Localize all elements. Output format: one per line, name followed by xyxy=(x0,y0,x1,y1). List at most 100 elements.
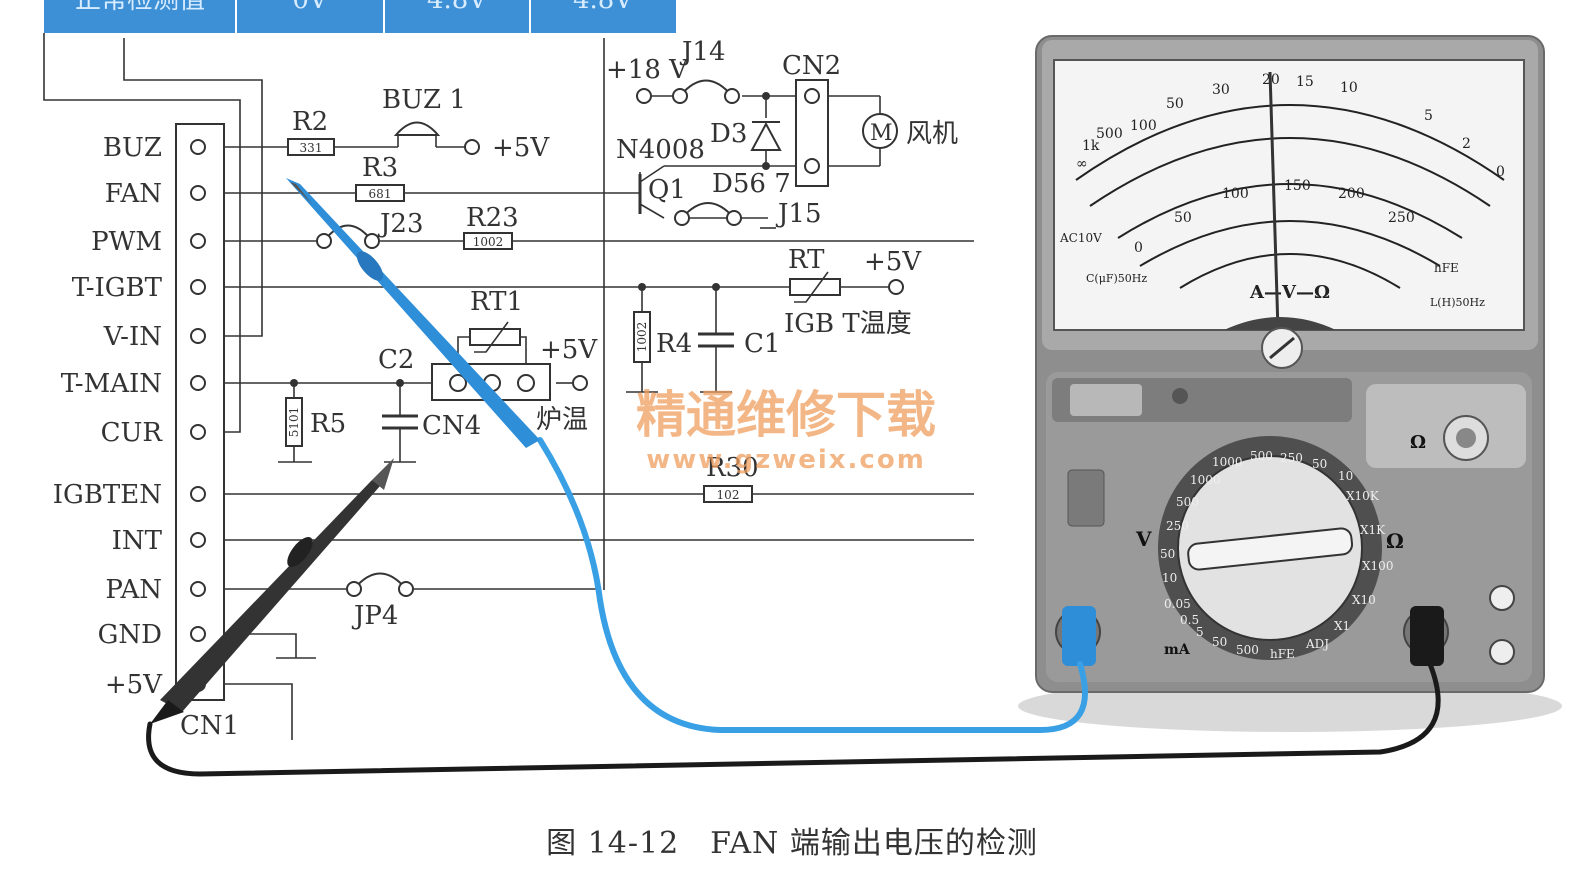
meter-scale-arcs xyxy=(1075,104,1505,289)
svg-text:0.5: 0.5 xyxy=(1180,613,1199,627)
rt-slash xyxy=(794,271,829,303)
svg-text:0.05: 0.05 xyxy=(1164,597,1191,611)
terminal-buz-5v xyxy=(464,139,480,155)
thermistor-rt xyxy=(789,278,841,296)
svg-text:X10: X10 xyxy=(1352,593,1376,607)
meter-cap-label: C(μF)50Hz xyxy=(1086,272,1147,285)
svg-text:X10K: X10K xyxy=(1346,489,1380,503)
r23-value: 1002 xyxy=(473,235,504,249)
jumper-d567 xyxy=(681,202,735,219)
svg-text:ADJ: ADJ xyxy=(1305,637,1329,651)
label-18v: +18 V xyxy=(606,55,689,85)
table-cell-tigbt: 4.8V xyxy=(573,0,634,15)
table-cell-pwm: 4.8V xyxy=(427,0,488,15)
svg-text:1000: 1000 xyxy=(1212,455,1243,469)
pin-label-buz: BUZ xyxy=(103,133,162,163)
table-cell-label: 正常检测值 xyxy=(75,0,205,15)
svg-text:50: 50 xyxy=(1212,635,1227,649)
label-igbt-temp: IGB T温度 xyxy=(784,309,912,339)
label-rt1: RT1 xyxy=(470,287,523,317)
top-table: 正常检测值 0V 4.8V 4.8V xyxy=(44,0,676,33)
label-d567: D56 7 xyxy=(712,169,791,199)
label-motor: M xyxy=(870,121,893,146)
label-furnace-temp: 炉温 xyxy=(536,405,588,435)
resistor-r23 xyxy=(463,232,513,250)
pin-label-pwm: PWM xyxy=(91,227,162,257)
terminal-18v xyxy=(636,88,652,104)
svg-text:500: 500 xyxy=(1176,495,1199,509)
label-rt1-5v: +5V xyxy=(540,335,598,365)
cn1-label: CN1 xyxy=(180,711,239,741)
svg-text:250: 250 xyxy=(1280,451,1303,465)
fan-motor xyxy=(862,113,898,149)
svg-text:50: 50 xyxy=(1160,547,1175,561)
pin-label-gnd: GND xyxy=(98,620,162,650)
meter-hfe-label: hFE xyxy=(1434,261,1459,275)
black-lead-wire xyxy=(146,661,1441,777)
black-probe xyxy=(150,458,394,724)
svg-text:500: 500 xyxy=(1096,126,1123,142)
label-j23: J23 xyxy=(377,209,424,239)
meter-brand-plate xyxy=(1070,384,1142,416)
jumper-jp4 xyxy=(353,572,407,590)
resistor-r5 xyxy=(285,397,303,447)
watermark: 精通维修下载 www.gzweix.com xyxy=(636,386,936,475)
label-q1: Q1 xyxy=(648,175,686,205)
svg-text:200: 200 xyxy=(1338,186,1365,202)
svg-text:100: 100 xyxy=(1222,186,1249,202)
resistor-r30 xyxy=(703,485,753,503)
resistor-r4 xyxy=(633,311,651,363)
red-lead-wire xyxy=(537,437,1088,733)
multimeter: ∞ 1k 500 100 50 30 20 15 10 5 2 0 0 50 1… xyxy=(1018,35,1562,732)
label-c1: C1 xyxy=(744,329,780,359)
label-buz1: BUZ 1 xyxy=(382,85,466,115)
svg-text:50: 50 xyxy=(1312,457,1327,471)
table-cell-fan: 0V xyxy=(292,0,329,15)
svg-text:X1: X1 xyxy=(1334,619,1350,633)
test-leads xyxy=(146,437,1441,777)
pin-label-igbten: IGBTEN xyxy=(53,480,162,510)
range-dial-pointer xyxy=(1187,527,1354,571)
svg-text:hFE: hFE xyxy=(1270,647,1295,661)
meter-needle xyxy=(1268,71,1280,331)
meter-needle-pivot xyxy=(1224,317,1336,330)
pin-label-cur: CUR xyxy=(101,418,164,448)
label-rt: RT xyxy=(788,245,825,275)
r2-value: 331 xyxy=(300,141,323,155)
thermistor-rt1 xyxy=(469,328,521,346)
label-cn4: CN4 xyxy=(422,411,481,441)
svg-text:X100: X100 xyxy=(1362,559,1393,573)
label-rt-5v: +5V xyxy=(864,247,922,277)
meter-ind-label: L(H)50Hz xyxy=(1430,296,1485,309)
r5-value: 5101 xyxy=(287,407,301,438)
terminal-j23-b xyxy=(364,233,380,249)
r30-value: 102 xyxy=(717,488,740,502)
label-jp4: JP4 xyxy=(351,601,398,631)
label-r30: R30 xyxy=(706,453,759,483)
label-c2: C2 xyxy=(378,345,414,375)
label-j14: J14 xyxy=(679,37,726,67)
label-n4008: N4008 xyxy=(616,135,705,165)
pin-label-int: INT xyxy=(112,526,163,556)
svg-text:X1K: X1K xyxy=(1360,523,1386,537)
ohm-adjust-label: Ω xyxy=(1410,432,1426,453)
svg-text:0: 0 xyxy=(1496,164,1505,180)
rt1-slash xyxy=(474,321,509,353)
dial-v-label: V xyxy=(1135,527,1152,551)
svg-text:500: 500 xyxy=(1236,643,1259,657)
resistor-r3 xyxy=(355,184,405,202)
svg-text:10: 10 xyxy=(1162,571,1177,585)
buzzer-buz1 xyxy=(393,121,441,136)
watermark-url: www.gzweix.com xyxy=(646,445,926,475)
label-r23: R23 xyxy=(466,203,519,233)
label-d3: D3 xyxy=(710,119,747,149)
r4-value: 1002 xyxy=(635,322,649,353)
svg-text:0: 0 xyxy=(1134,240,1143,256)
pin-label-v-in: V-IN xyxy=(103,322,162,352)
label-fan: 风机 xyxy=(906,119,958,149)
svg-text:50: 50 xyxy=(1174,210,1192,226)
label-r3: R3 xyxy=(362,153,398,183)
ohm-adjust-panel xyxy=(1366,384,1526,468)
svg-text:2: 2 xyxy=(1462,136,1471,152)
